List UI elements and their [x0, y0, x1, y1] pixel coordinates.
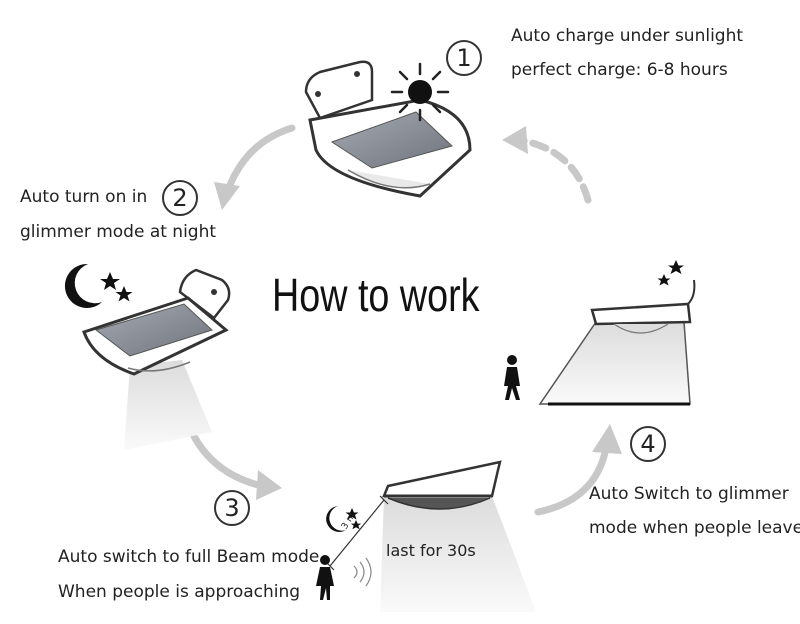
- glimmer-beam: [124, 360, 212, 450]
- moon-stars-icon: [64, 263, 133, 308]
- arrow-heads: [214, 126, 622, 500]
- arrow-head-1: [502, 126, 528, 154]
- person-icon: [504, 355, 520, 400]
- step-3-badge: 3: [214, 490, 250, 526]
- glimmer-beam: [540, 322, 690, 404]
- step-4-line-1: Auto Switch to glimmer: [589, 484, 789, 504]
- step-4-line-2: mode when people leave: [589, 518, 800, 538]
- step-1-badge: 1: [446, 40, 482, 76]
- solar-light-icon: [380, 460, 536, 612]
- full-beam: [380, 496, 536, 612]
- moon-stars-icon: [326, 506, 362, 532]
- arrow-head-4: [592, 424, 622, 454]
- step-4-badge: 4: [630, 426, 666, 462]
- step-2-line-1: Auto turn on in: [20, 187, 148, 207]
- arrow-3-to-4: [534, 444, 610, 516]
- step-3-line-2: When people is approaching: [58, 582, 301, 602]
- arrow-head-2: [214, 182, 240, 210]
- arrow-1-to-2: [224, 124, 296, 194]
- solar-light-icon: [304, 60, 472, 198]
- page-title: How to work: [272, 269, 480, 321]
- step-2-line-2: glimmer mode at night: [20, 222, 217, 242]
- beam-duration-label: last for 30s: [386, 541, 476, 560]
- arrow-head-3: [256, 470, 282, 500]
- solar-light-icon: [82, 268, 231, 450]
- solar-light-icon: [538, 279, 696, 406]
- person-icon: [316, 555, 334, 600]
- moon-stars-icon: [657, 255, 722, 292]
- sun-icon: [390, 62, 450, 122]
- step-1-line-2: perfect charge: 6-8 hours: [511, 60, 728, 80]
- motion-waves-icon: [353, 557, 372, 587]
- step-2-badge: 2: [162, 180, 198, 216]
- step-1-line-1: Auto charge under sunlight: [511, 26, 744, 46]
- step-3-line-1: Auto switch to full Beam mode: [58, 547, 320, 567]
- arrow-4-to-1: [516, 136, 592, 204]
